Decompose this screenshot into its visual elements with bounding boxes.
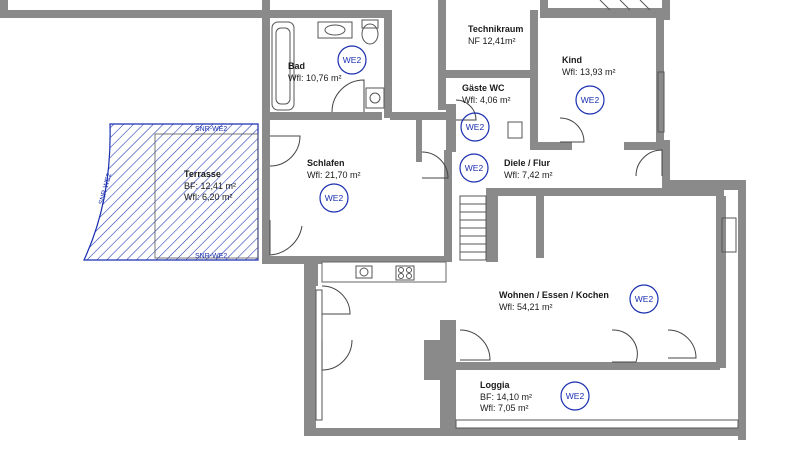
- svg-text:WE2: WE2: [325, 193, 344, 203]
- room-area-bf-loggia: BF: 14,10 m²: [480, 392, 532, 402]
- room-name-diele: Diele / Flur: [504, 158, 551, 168]
- staircase: [459, 195, 487, 261]
- svg-text:WE2: WE2: [581, 95, 600, 105]
- room-name-wohnen: Wohnen / Essen / Kochen: [499, 290, 609, 300]
- room-area-wohnen: Wfl: 54,21 m²: [499, 302, 553, 312]
- room-area-diele: Wfl: 7,42 m²: [504, 170, 553, 180]
- unit-marker-wohnen: WE2: [629, 284, 659, 314]
- fixtures: [271, 0, 739, 429]
- room-area-bf-terrasse: BF: 12,41 m²: [184, 181, 236, 191]
- svg-text:WE2: WE2: [566, 391, 585, 401]
- unit-marker-schlafen: WE2: [319, 183, 349, 213]
- unit-marker-gaeste-wc: WE2: [460, 112, 490, 142]
- room-area-wfl-loggia: Wfl: 7,05 m²: [480, 403, 529, 413]
- unit-marker-bad: WE2: [337, 45, 367, 75]
- sns-label-top: SNR-WE2: [195, 126, 227, 133]
- sns-label-bottom: SNR-WE2: [195, 253, 227, 260]
- svg-text:WE2: WE2: [343, 55, 362, 65]
- room-name-loggia: Loggia: [480, 380, 510, 390]
- room-area-wfl-terrasse: Wfl: 6,20 m²: [184, 192, 233, 202]
- room-labels: Bad Wfl: 10,76 m² Technikraum NF 12,41m²…: [184, 24, 616, 413]
- svg-text:WE2: WE2: [466, 122, 485, 132]
- svg-text:WE2: WE2: [635, 294, 654, 304]
- room-area-gaeste-wc: Wfl: 4,06 m²: [462, 95, 511, 105]
- unit-marker-diele: WE2: [459, 153, 489, 183]
- svg-text:WE2: WE2: [465, 163, 484, 173]
- room-name-gaeste-wc: Gäste WC: [462, 83, 505, 93]
- room-name-schlafen: Schlafen: [307, 158, 345, 168]
- room-name-technikraum: Technikraum: [468, 24, 523, 34]
- room-area-technikraum: NF 12,41m²: [468, 36, 516, 46]
- doors: [269, 79, 697, 371]
- room-name-terrasse: Terrasse: [184, 169, 221, 179]
- unit-marker-kind: WE2: [575, 85, 605, 115]
- unit-marker-loggia: WE2: [560, 381, 590, 411]
- room-name-kind: Kind: [562, 55, 582, 65]
- room-area-kind: Wfl: 13,93 m²: [562, 67, 616, 77]
- walls: [0, 0, 746, 440]
- room-name-bad: Bad: [288, 61, 305, 71]
- room-area-bad: Wfl: 10,76 m²: [288, 73, 342, 83]
- unit-markers: WE2 WE2 WE2 WE2 WE2 WE2 WE2: [319, 45, 659, 411]
- room-area-schlafen: Wfl: 21,70 m²: [307, 170, 361, 180]
